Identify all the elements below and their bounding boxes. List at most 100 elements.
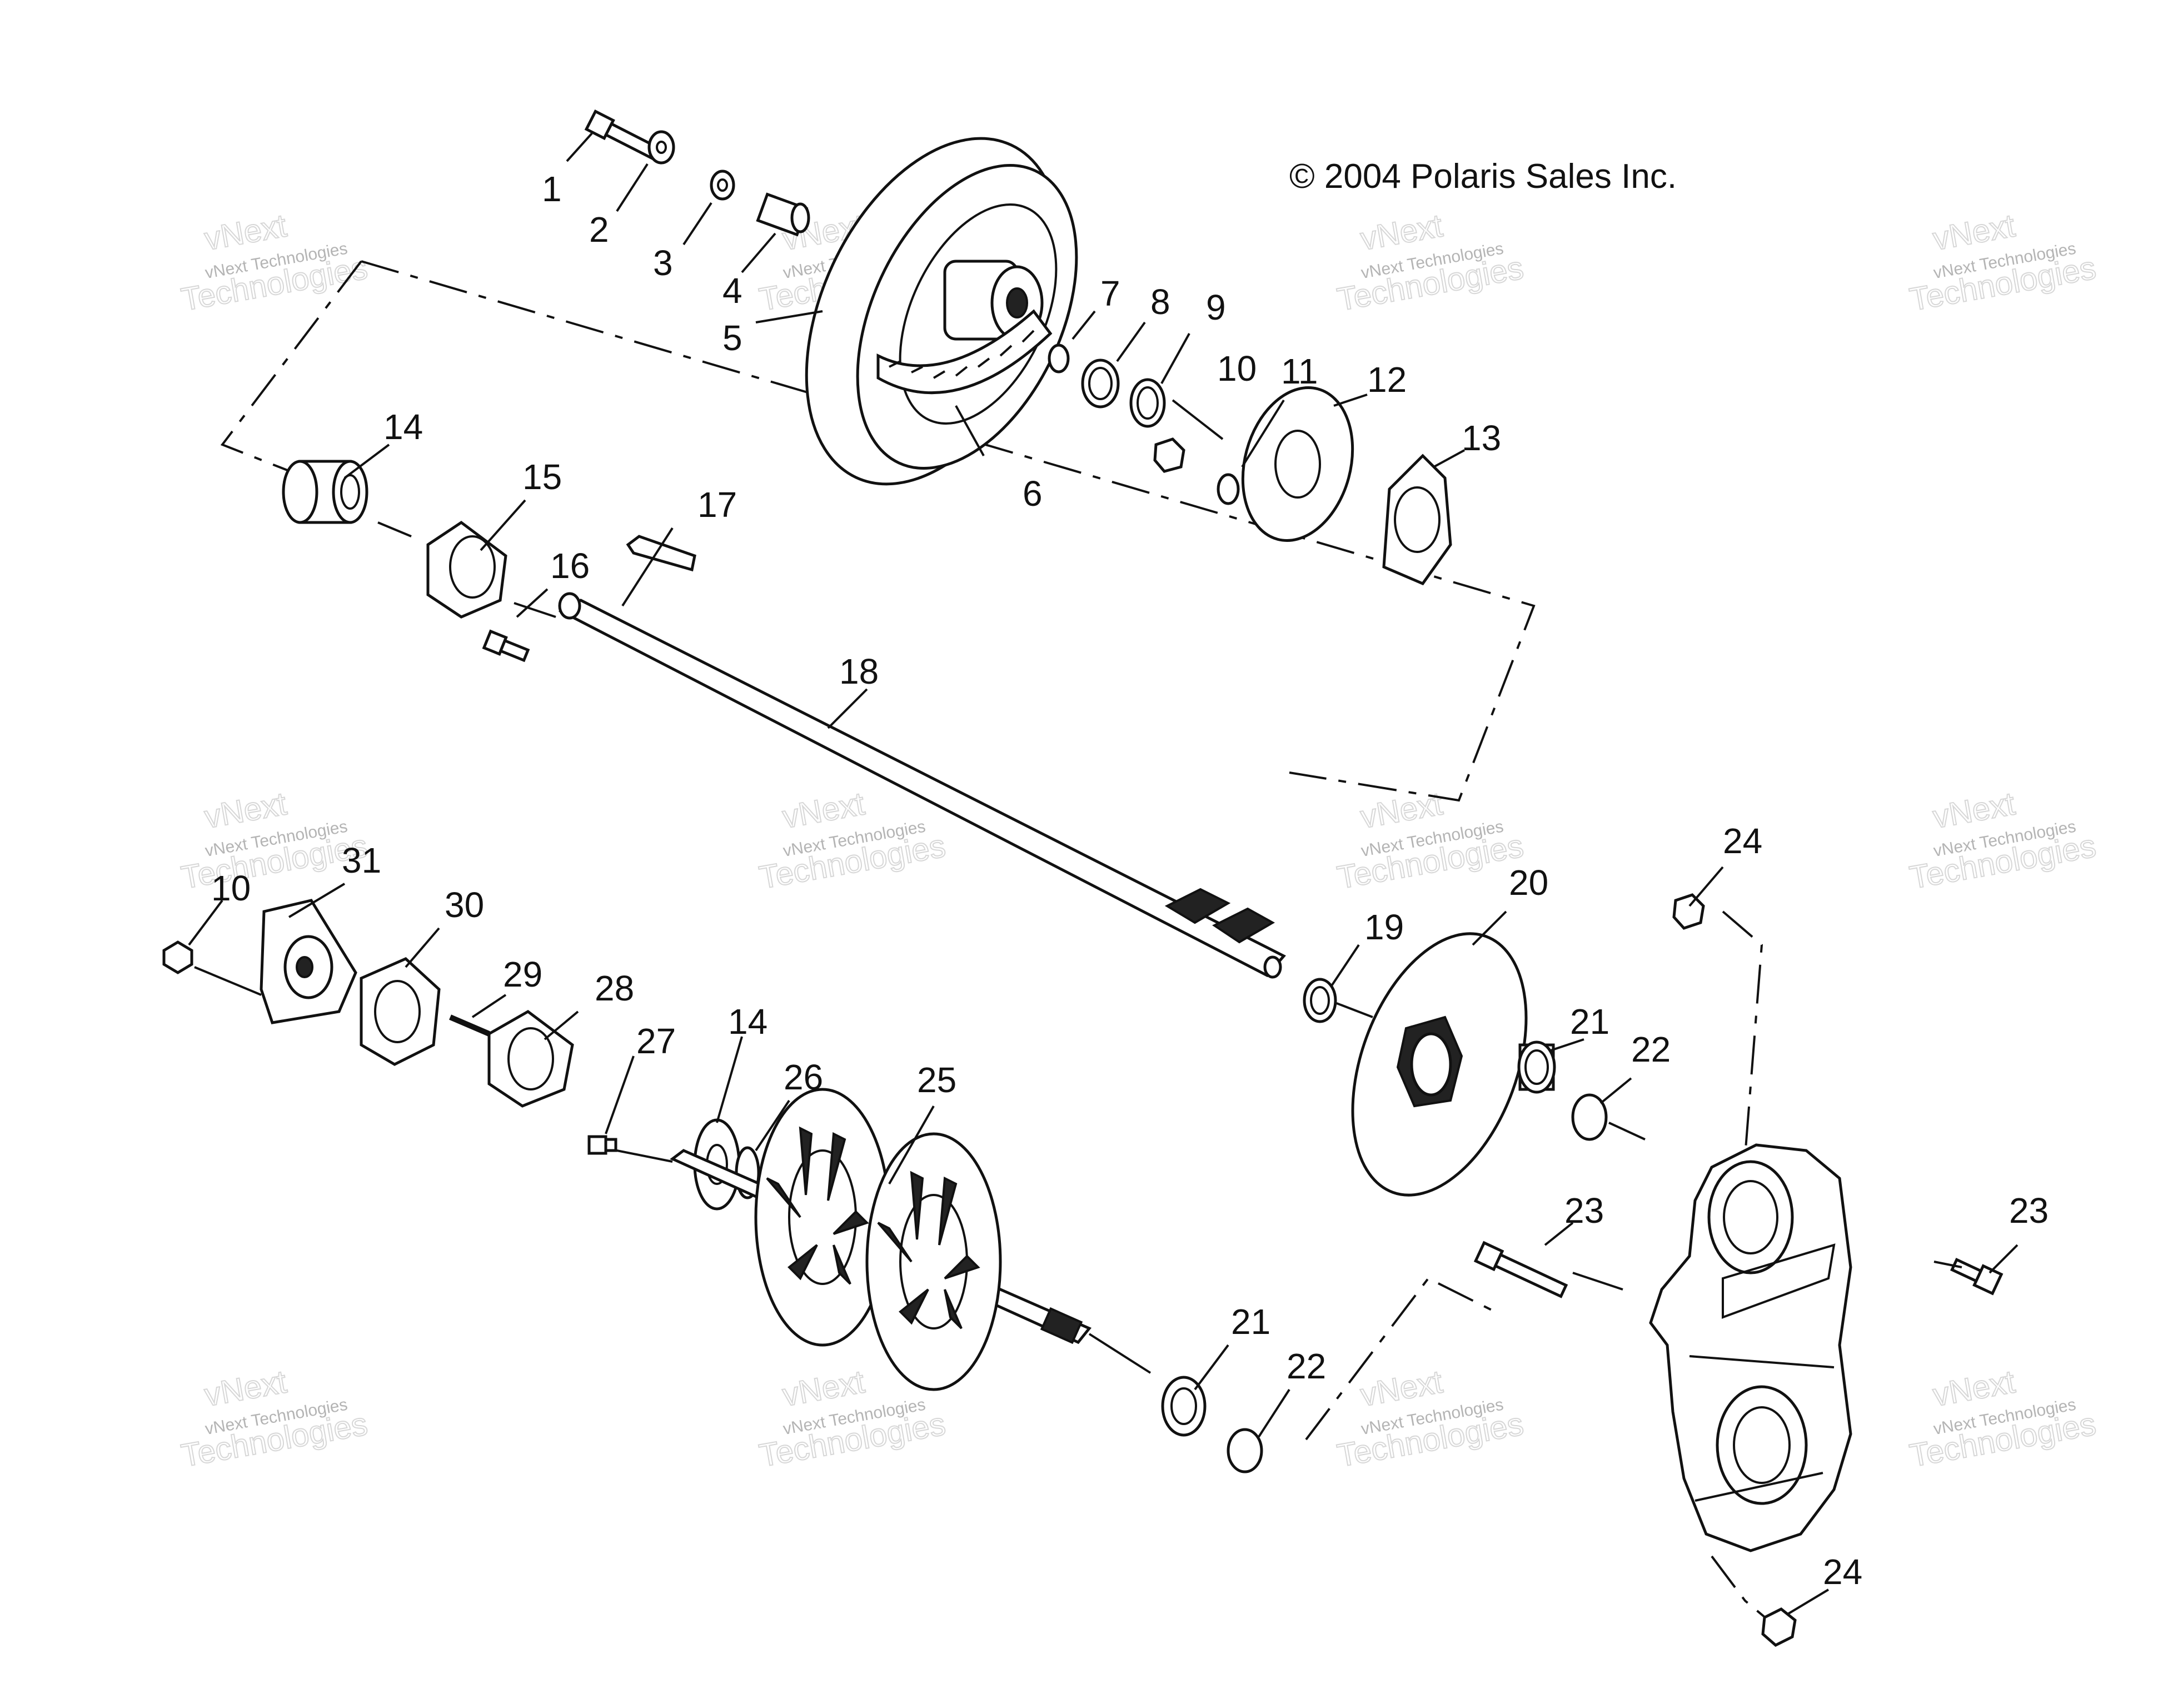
callout-23-left: 23 [1564, 1191, 1604, 1231]
upper-leaders [343, 132, 1465, 729]
part-22-cap-lower [1227, 1428, 1263, 1473]
part-20-brake-disc [1351, 932, 1528, 1197]
part-19-oring [1303, 978, 1337, 1023]
callout-12: 12 [1367, 360, 1407, 400]
svg-text:vNext: vNext [1358, 207, 1445, 257]
copyright-text: © 2004 Polaris Sales Inc. [1289, 157, 1677, 196]
callout-10-upper: 10 [1217, 348, 1257, 389]
watermark: vNext vNext Technologies Technologies [178, 1363, 371, 1475]
callout-23-right: 23 [2009, 1191, 2049, 1231]
part-31-bearing-housing [260, 899, 357, 1024]
callout-9: 9 [1206, 287, 1226, 327]
callout-27: 27 [636, 1021, 676, 1061]
svg-text:vNext: vNext [202, 1363, 289, 1413]
watermark: vNext vNext Technologies Technologies [1334, 207, 1527, 318]
callout-29: 29 [503, 954, 542, 994]
svg-text:vNext: vNext [780, 785, 867, 835]
assembly-line-lower-right [1305, 1277, 1496, 1441]
part-27-screw [587, 1135, 617, 1155]
svg-text:vNext: vNext [1358, 785, 1445, 835]
part-18-shaft [558, 592, 1286, 979]
watermark: vNext vNext Technologies Technologies [1334, 785, 1527, 897]
callout-31: 31 [342, 840, 381, 880]
callout-14-upper: 14 [383, 407, 423, 447]
part-29-spring [449, 1014, 490, 1037]
callout-1: 1 [542, 169, 562, 209]
svg-text:vNext: vNext [1358, 1363, 1445, 1413]
callout-13: 13 [1462, 418, 1501, 458]
callout-18: 18 [839, 651, 879, 691]
part-21-bearing-lower [1161, 1376, 1207, 1437]
svg-text:vNext: vNext [1930, 785, 2017, 835]
part-25-drive-shaft [670, 1088, 1092, 1391]
callout-25: 25 [917, 1060, 956, 1100]
svg-text:vNext: vNext [780, 1363, 867, 1413]
part-3-washer [710, 170, 735, 201]
callout-labels: 1 2 3 4 5 6 7 8 9 10 11 12 13 14 15 16 1… [211, 169, 2049, 1592]
svg-text:vNext: vNext [202, 207, 289, 257]
part-30-gasket [360, 957, 441, 1066]
part-10-nut-upper [1153, 437, 1185, 473]
callout-8: 8 [1150, 282, 1170, 322]
callout-24-bottom: 24 [1823, 1552, 1862, 1592]
callout-22-lower: 22 [1287, 1346, 1326, 1386]
watermark: vNext vNext Technologies Technologies [1906, 207, 2099, 318]
part-12-plate [1241, 386, 1354, 542]
part-28-flange [487, 1010, 574, 1108]
part-23-bolt-right [1950, 1258, 2003, 1296]
callout-3: 3 [653, 243, 673, 283]
callout-15: 15 [522, 457, 562, 497]
svg-text:vNext: vNext [202, 785, 289, 835]
part-5-pulley [805, 137, 1078, 486]
part-7-washer [1048, 343, 1070, 374]
callout-26: 26 [784, 1057, 823, 1097]
assembly-line-upper [361, 260, 1536, 802]
part-9-seal [1129, 378, 1166, 428]
watermark: vNext vNext Technologies Technologies [1906, 1363, 2099, 1475]
lower-leaders [188, 866, 2019, 1616]
svg-text:vNext: vNext [1930, 207, 2017, 257]
callout-17: 17 [697, 485, 737, 525]
part-8-seal [1081, 358, 1120, 409]
callout-22-upper: 22 [1631, 1029, 1671, 1069]
assembly-line-case-top [1722, 910, 1763, 1157]
callout-5: 5 [722, 318, 742, 358]
part-6-chain [876, 309, 1053, 395]
callout-24-top: 24 [1723, 821, 1762, 861]
part-17-key [626, 535, 696, 572]
assembly-line-left [220, 260, 362, 476]
chaincase-housing [1649, 1143, 1852, 1552]
callout-21-lower: 21 [1231, 1302, 1270, 1342]
watermark: vNext vNext Technologies Technologies [1334, 1363, 1527, 1475]
callout-14-lower: 14 [728, 1002, 767, 1042]
callout-30: 30 [445, 885, 484, 925]
svg-text:vNext: vNext [1930, 1363, 2017, 1413]
part-23-bolt-left [1473, 1241, 1568, 1298]
watermark: vNext vNext Technologies Technologies [178, 785, 371, 897]
part-24-nut-bottom [1761, 1607, 1797, 1647]
callout-16: 16 [550, 546, 590, 586]
watermark: vNext vNext Technologies Technologies [178, 207, 371, 318]
part-21-bearing-upper [1517, 1040, 1556, 1094]
callout-28: 28 [595, 968, 634, 1008]
part-16-screw [482, 629, 530, 663]
part-22-cap-upper [1571, 1093, 1608, 1141]
callout-19: 19 [1364, 907, 1404, 947]
callout-21-upper: 21 [1570, 1002, 1609, 1042]
callout-6: 6 [1023, 474, 1043, 514]
part-11-washer [1217, 473, 1240, 505]
watermark: vNext vNext Technologies Technologies [1906, 785, 2099, 897]
callout-20: 20 [1509, 863, 1548, 903]
part-10-nut-lower [162, 940, 193, 974]
callout-11: 11 [1281, 351, 1318, 391]
callout-7: 7 [1100, 273, 1120, 313]
callout-4: 4 [722, 271, 742, 311]
callout-10-lower: 10 [211, 868, 251, 908]
part-24-nut-top [1672, 893, 1705, 930]
part-14-bearing-upper [282, 460, 368, 524]
part-15-flange [426, 520, 507, 619]
callout-2: 2 [589, 210, 609, 250]
part-4-spacer [756, 192, 810, 237]
part-13-flange [1382, 454, 1452, 586]
